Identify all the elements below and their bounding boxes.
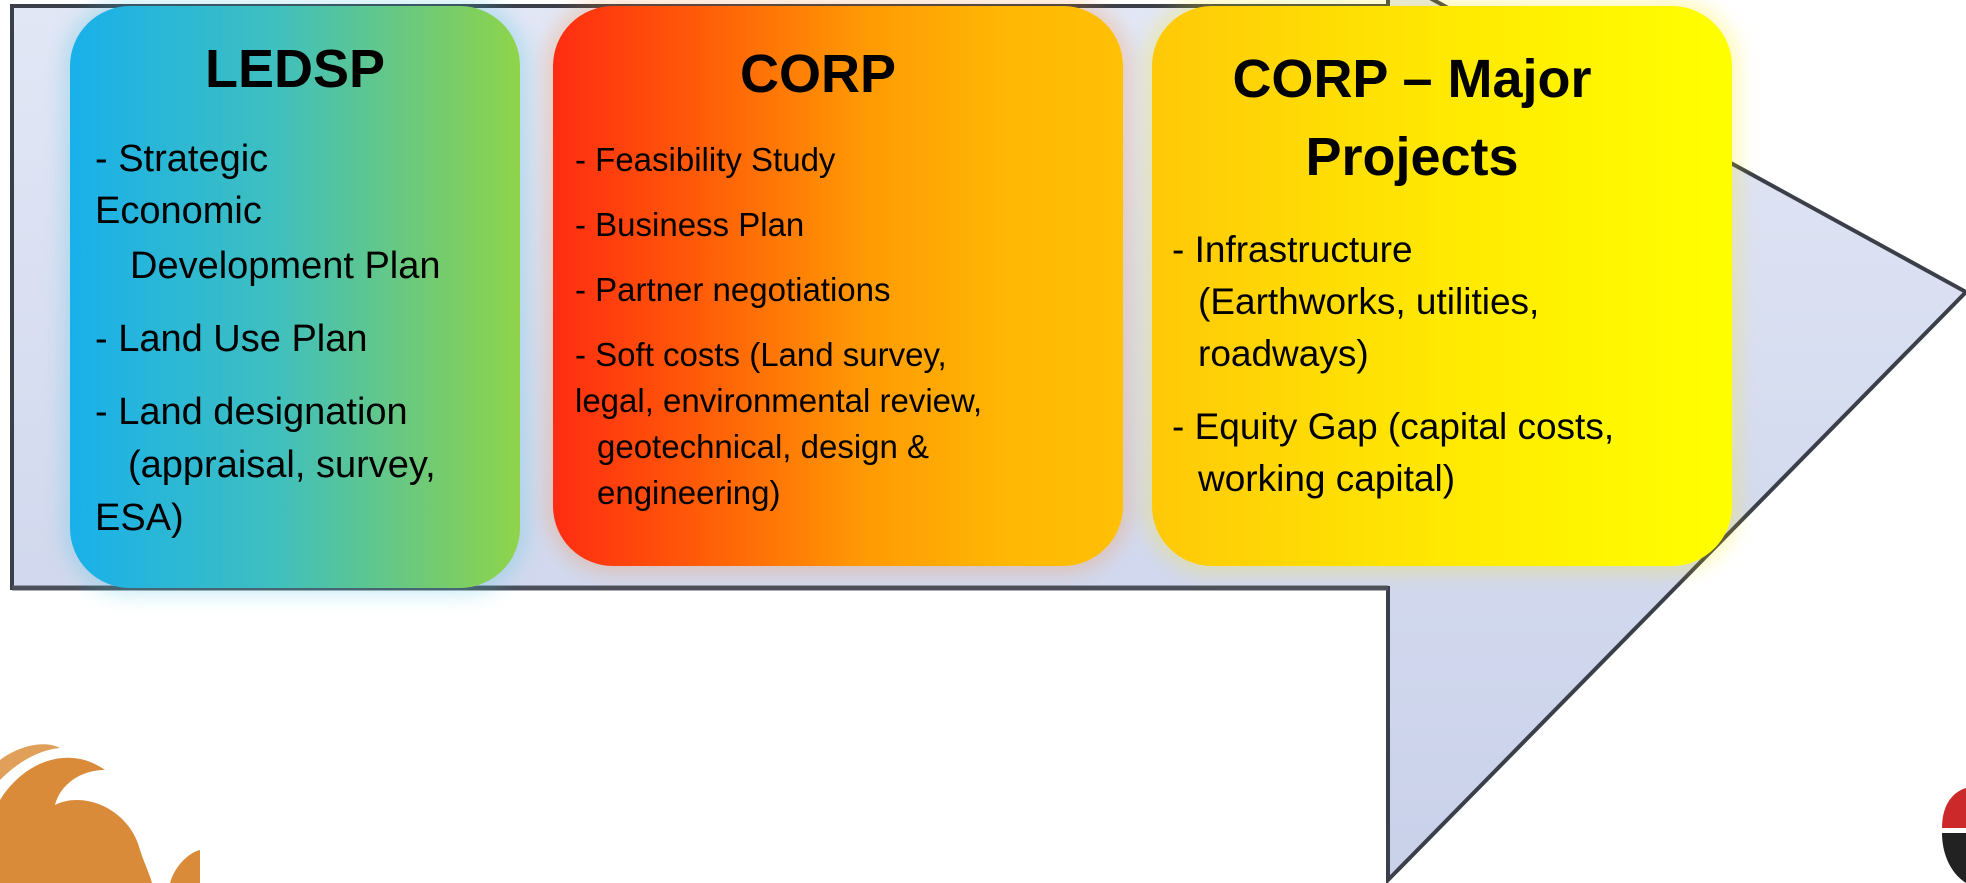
major-item: - Infrastructure xyxy=(1172,229,1413,270)
stage-title-ledsp: LEDSP xyxy=(204,39,386,99)
corp-item: - Business Plan xyxy=(575,206,805,243)
stage-title-corp: CORP xyxy=(739,44,896,104)
stage-title-major-line1: CORP – Major xyxy=(1232,49,1592,109)
ledsp-item: - Strategic xyxy=(95,138,269,180)
major-item: roadways) xyxy=(1198,333,1369,374)
corp-item: legal, environmental review, xyxy=(575,382,983,419)
major-item: working capital) xyxy=(1198,458,1456,499)
bird-logo-icon xyxy=(0,744,200,883)
ledsp-item: - Land Use Plan xyxy=(95,318,368,360)
stage-title-major-line2: Projects xyxy=(1305,127,1519,187)
ledsp-item: ESA) xyxy=(95,497,184,539)
corp-item: - Feasibility Study xyxy=(575,141,836,178)
major-item: - Equity Gap (capital costs, xyxy=(1172,406,1615,447)
emblem-logo-icon xyxy=(1942,788,1966,883)
ledsp-item: (appraisal, survey, xyxy=(128,444,436,486)
ledsp-item: Economic xyxy=(95,190,262,232)
ledsp-item: Development Plan xyxy=(130,245,441,287)
stage-panel-ledsp: LEDSP - Strategic Economic Development P… xyxy=(70,6,520,588)
ledsp-item: - Land designation xyxy=(95,391,408,433)
stage-panel-corp: CORP - Feasibility Study - Business Plan… xyxy=(553,6,1123,566)
major-item: (Earthworks, utilities, xyxy=(1198,281,1540,322)
corp-item: - Partner negotiations xyxy=(575,271,891,308)
corp-item: geotechnical, design & xyxy=(597,428,930,465)
corp-item: engineering) xyxy=(597,474,781,511)
corp-item: - Soft costs (Land survey, xyxy=(575,336,947,373)
stage-panel-major-projects: CORP – Major Projects - Infrastructure (… xyxy=(1152,6,1732,566)
